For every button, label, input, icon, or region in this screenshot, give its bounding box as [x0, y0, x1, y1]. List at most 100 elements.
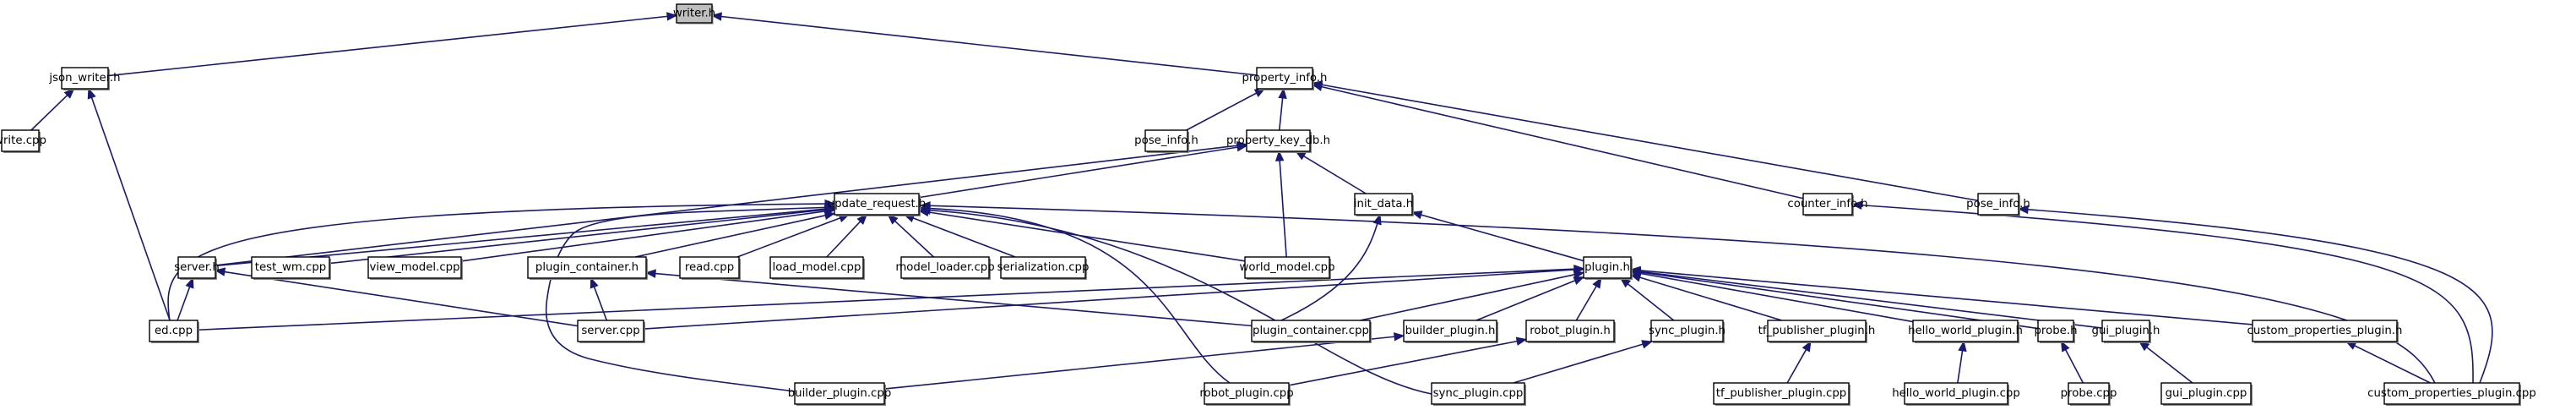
node-read-cpp[interactable]: read.cpp [679, 256, 741, 280]
node-probe-cpp[interactable]: probe.cpp [2061, 382, 2117, 406]
node-label: plugin.h [1584, 261, 1630, 274]
node-label: property_info.h [1242, 72, 1328, 85]
node-world-model-cpp[interactable]: world_model.cpp [1239, 256, 1335, 280]
edge-plugin-container-cpp-to-init-data-h [1280, 223, 1378, 321]
edge-hello-world-plugin-h-to-plugin-h [1639, 272, 1914, 323]
node-label: probe.h [2034, 325, 2077, 337]
node-write-cpp[interactable]: write.cpp [0, 129, 46, 153]
node-custom-properties-plugin-cpp[interactable]: custom_properties_plugin.cpp [2367, 382, 2536, 406]
node-property-info-h[interactable]: property_info.h [1242, 67, 1328, 90]
node-box [2101, 320, 2150, 342]
edge-arrowhead [1629, 265, 1641, 276]
node-plugin-container-h[interactable]: plugin_container.h [527, 256, 648, 280]
node-hello-world-plugin-h[interactable]: hello_world_plugin.h [1908, 320, 2023, 343]
node-model-loader-cpp[interactable]: model_loader.cpp [895, 256, 995, 280]
node-box [1802, 193, 1853, 216]
edge-json-writer-h-to-writer-h [107, 15, 668, 77]
node-probe-h[interactable]: probe.h [2034, 320, 2078, 343]
edge-arrowhead [1372, 213, 1382, 226]
edge-plugin-container-cpp-to-plugin-h [1360, 273, 1575, 321]
node-box [1912, 320, 2019, 342]
edge-arrowhead [887, 214, 899, 225]
node-json-writer-h[interactable]: json_writer.h [48, 67, 121, 90]
edge-custom-properties-plugin-cpp-to-counter-info-h [1861, 204, 2474, 384]
node-server-h[interactable]: server.h [174, 256, 220, 280]
node-label: custom_properties_plugin.cpp [2367, 387, 2536, 400]
edge-builder-plugin-h-to-plugin-h [1475, 280, 1576, 321]
edge-probe-cpp-to-probe-h [2065, 349, 2084, 384]
node-box [2160, 382, 2252, 405]
edge-arrowhead [1850, 200, 1862, 210]
edge-test-wm-cpp-to-update-request-h [329, 209, 826, 265]
node-box [61, 67, 109, 90]
node-hello-world-plugin-cpp[interactable]: hello_world_plugin.cpp [1892, 382, 2020, 406]
node-builder-plugin-h[interactable]: builder_plugin.h [1403, 320, 1498, 343]
node-box [1000, 256, 1086, 279]
edge-init-data-h-to-property-key-db-h [1303, 155, 1367, 194]
edge-counter-info-h-to-property-info-h [1321, 85, 1804, 200]
node-tf-publisher-plugin-cpp[interactable]: tf_publisher_plugin.cpp [1713, 382, 1850, 406]
node-load-model-cpp[interactable]: load_model.cpp [769, 256, 865, 280]
edge-arrowhead [1592, 276, 1602, 289]
node-serialization-cpp[interactable]: serialization.cpp [997, 256, 1090, 280]
node-robot-plugin-cpp[interactable]: robot_plugin.cpp [1199, 382, 1294, 406]
node-test-wm-cpp[interactable]: test_wm.cpp [251, 256, 331, 280]
node-plugin-container-cpp[interactable]: plugin_container.cpp [1251, 320, 1372, 343]
node-custom-properties-plugin-h[interactable]: custom_properties_plugin.h [2247, 320, 2403, 343]
edge-plugin-container-cpp-to-plugin-container-h [655, 272, 1253, 327]
node-box [1650, 320, 1724, 342]
edge-plugin-h-to-init-data-h [1421, 214, 1584, 262]
node-box [527, 256, 647, 279]
edge-arrowhead [185, 276, 194, 289]
node-pose-info-h-b[interactable]: pose_info.h [1966, 193, 2030, 216]
node-label: sync_plugin.cpp [1433, 387, 1524, 400]
node-update-request-h[interactable]: update_request.h [828, 193, 927, 216]
edge-view-model-cpp-to-update-request-h [460, 210, 826, 262]
node-server-cpp[interactable]: server.cpp [577, 320, 645, 343]
node-box [1244, 256, 1330, 279]
edge-arrowhead [666, 12, 678, 21]
node-label: robot_plugin.cpp [1199, 387, 1293, 400]
node-label: json_writer.h [48, 72, 120, 85]
edge-arrowhead [823, 210, 836, 221]
node-gui-plugin-h[interactable]: gui_plugin.h [2092, 320, 2160, 343]
node-sync-plugin-cpp[interactable]: sync_plugin.cpp [1431, 382, 1526, 406]
node-builder-plugin-cpp[interactable]: builder_plugin.cpp [788, 382, 892, 406]
node-box [2037, 320, 2074, 342]
edge-hello-world-plugin-cpp-to-hello-world-plugin-h [1957, 350, 1964, 384]
node-property-key-db-h[interactable]: property_key_db.h [1226, 129, 1330, 153]
node-plugin-h[interactable]: plugin.h [1583, 256, 1633, 280]
node-box [1904, 382, 2008, 405]
edge-read-cpp-to-update-request-h [736, 217, 840, 258]
node-box [1, 129, 40, 152]
node-label: gui_plugin.cpp [2166, 387, 2247, 400]
node-label: serialization.cpp [997, 261, 1090, 274]
edge-world-model-cpp-to-property-key-db-h [1279, 160, 1287, 258]
node-label: ed.cpp [155, 325, 193, 337]
node-robot-plugin-h[interactable]: robot_plugin.h [1525, 320, 1616, 343]
node-box [1767, 320, 1867, 342]
edge-robot-plugin-cpp-to-update-request-h [929, 207, 1231, 384]
node-sync-plugin-h[interactable]: sync_plugin.h [1649, 320, 1725, 343]
node-label: world_model.cpp [1239, 261, 1334, 274]
edge-write-cpp-to-json-writer-h [30, 95, 68, 131]
node-view-model-cpp[interactable]: view_model.cpp [367, 256, 463, 280]
node-label: server.h [174, 261, 220, 274]
node-label: update_request.h [828, 198, 927, 210]
edge-arrowhead [1410, 210, 1423, 220]
node-pose-info-h-a[interactable]: pose_info.h [1134, 129, 1198, 153]
node-box [177, 256, 216, 279]
node-tf-publisher-plugin-h[interactable]: tf_publisher_plugin.h [1758, 320, 1876, 343]
edge-robot-plugin-h-to-plugin-h [1575, 286, 1597, 321]
edge-gui-plugin-h-to-plugin-h [1639, 271, 2103, 329]
node-box [577, 320, 644, 342]
edge-world-model-cpp-to-update-request-h [927, 211, 1246, 262]
node-box [1204, 382, 1290, 405]
node-gui-plugin-cpp[interactable]: gui_plugin.cpp [2160, 382, 2253, 406]
node-ed-cpp[interactable]: ed.cpp [149, 320, 199, 343]
node-counter-info-h[interactable]: counter_info.h [1787, 193, 1868, 216]
edge-arrowhead [1573, 276, 1585, 285]
node-init-data-h[interactable]: init_data.h [1354, 193, 1414, 216]
node-box [1354, 193, 1413, 216]
edge-pose-info-h-a-to-property-info-h [1186, 92, 1258, 131]
